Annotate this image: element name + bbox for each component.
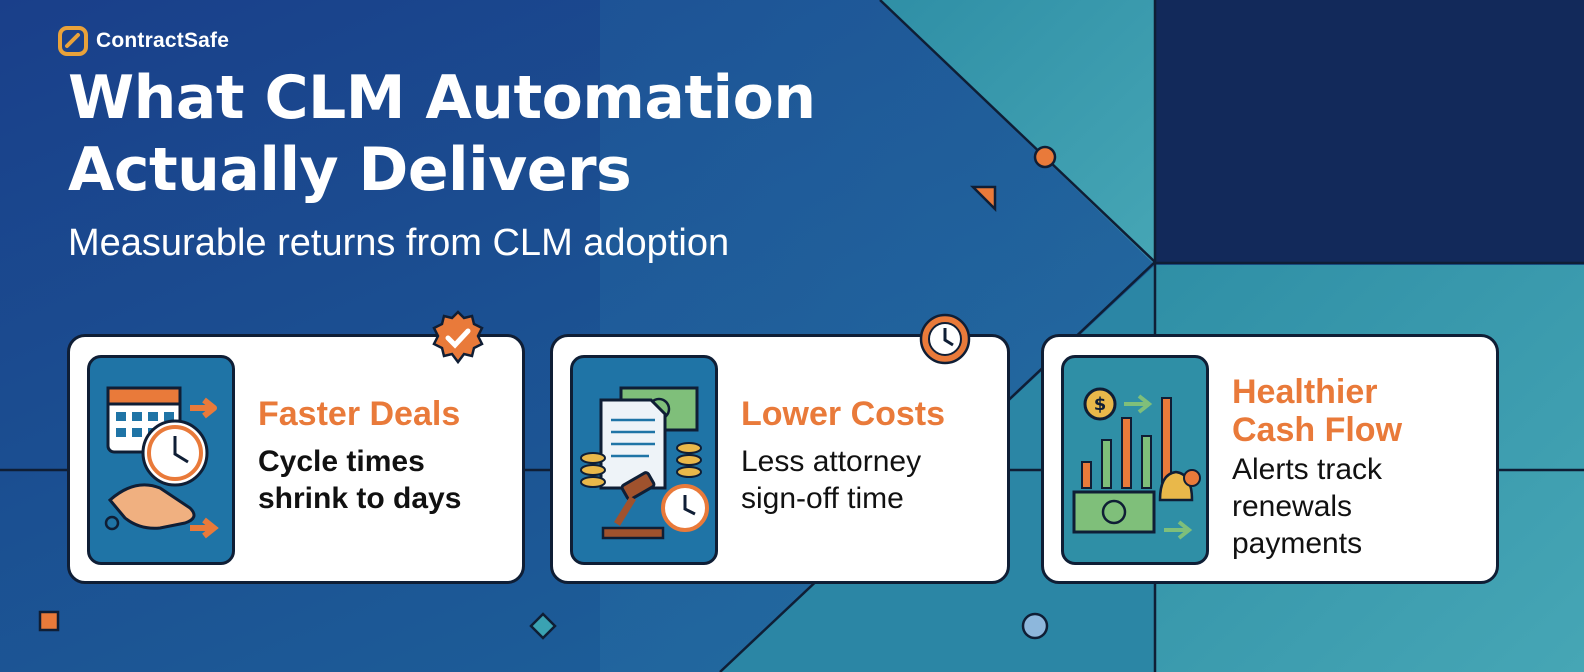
benefit-card-lower-costs: Lower Costs Less attorney sign-off time — [550, 313, 1010, 584]
card-description: Less attorney sign-off time — [741, 443, 995, 517]
orange-dot-decoration — [1033, 145, 1057, 169]
page-title-line-2: Actually Delivers — [68, 135, 632, 205]
page-subtitle: Measurable returns from CLM adoption — [68, 222, 730, 264]
orange-triangle-decoration — [969, 185, 997, 213]
clock-badge-icon — [919, 313, 971, 365]
diamond-decoration — [529, 612, 557, 640]
card-title: Lower Costs — [741, 395, 946, 433]
brand-name: ContractSafe — [96, 29, 230, 52]
interlocked-link-logo-icon — [58, 26, 88, 56]
card-title: Healthier Cash Flow — [1232, 373, 1484, 449]
calendar-clock-handshake-icon — [87, 355, 235, 565]
card-title-line-1: Healthier — [1232, 373, 1378, 411]
card-title-line-2: Cash Flow — [1232, 411, 1403, 449]
card-description-line-2: renewals — [1232, 490, 1353, 523]
card-title: Faster Deals — [258, 395, 461, 433]
benefit-card-healthier-cash-flow: $ Healthier Cash Flow Alerts track renew… — [1041, 334, 1499, 584]
brand-logo[interactable]: ContractSafe — [58, 26, 229, 56]
card-description-line-2: shrink to days — [258, 482, 462, 515]
card-description-line-3: payments — [1232, 527, 1363, 560]
page-title: What CLM Automation Actually Delivers — [68, 62, 816, 206]
bar-chart-bell-money-icon: $ — [1061, 355, 1209, 565]
card-description-line-1: Alerts track — [1232, 453, 1383, 486]
card-description: Cycle times shrink to days — [258, 443, 510, 517]
card-description: Alerts track renewals payments — [1232, 451, 1484, 562]
orange-square-decoration — [38, 610, 60, 632]
card-description-line-2: sign-off time — [741, 482, 904, 515]
card-description-line-1: Less attorney — [741, 445, 922, 478]
svg-text:$: $ — [1094, 394, 1107, 415]
benefit-card-faster-deals: Faster Deals Cycle times shrink to days — [67, 310, 525, 584]
checkmark-badge-icon — [432, 310, 484, 365]
card-description-line-1: Cycle times — [258, 445, 425, 478]
document-money-gavel-icon — [570, 355, 718, 565]
page-title-line-1: What CLM Automation — [68, 63, 816, 133]
blue-circle-decoration — [1021, 612, 1049, 640]
